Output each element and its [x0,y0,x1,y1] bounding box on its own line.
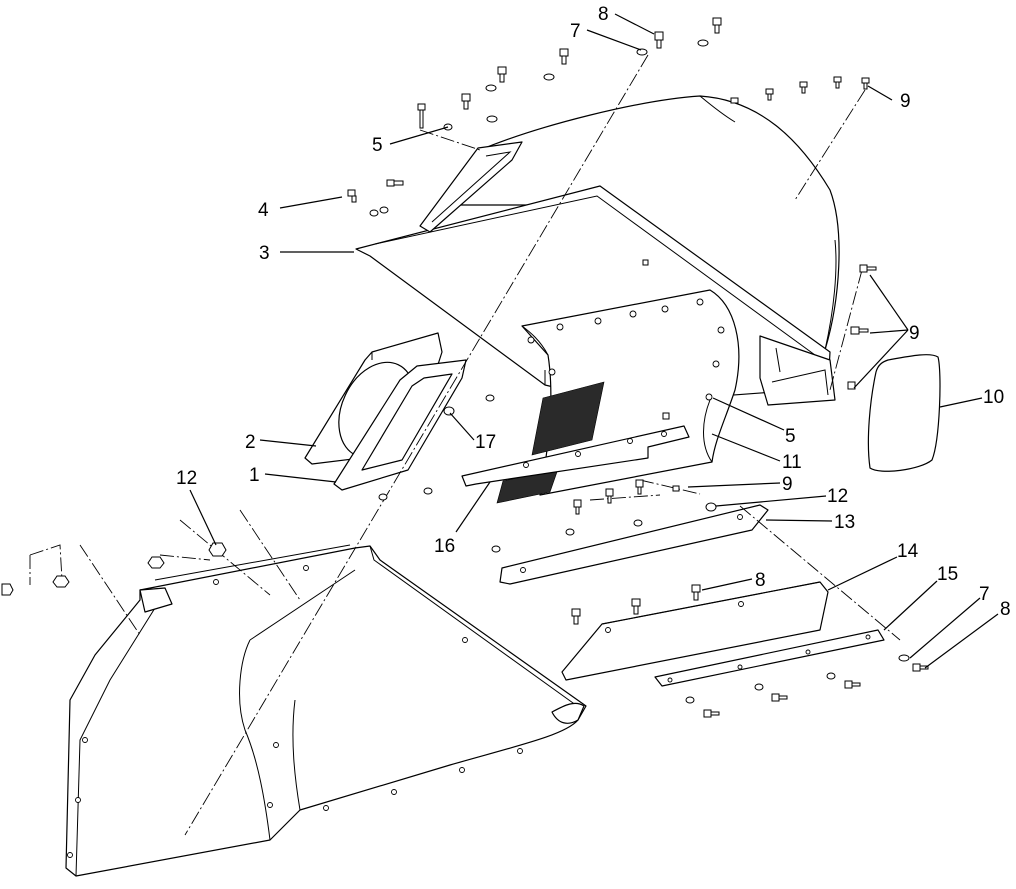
callout-15: 15 [937,564,958,585]
callout-3: 3 [259,243,270,264]
callout-12-right: 12 [827,486,848,507]
side-panel-part-10 [867,354,941,472]
callout-10: 10 [983,387,1004,408]
callout-11: 11 [782,452,802,473]
callout-9-right: 9 [909,323,920,344]
mesh-screen-upper [531,381,605,456]
callout-17: 17 [475,432,496,453]
callout-9-lower: 9 [782,474,793,495]
callout-2: 2 [245,432,256,453]
bracket-strip-part-16 [461,425,690,487]
callout-8-top: 8 [598,4,609,25]
callout-9-top: 9 [900,91,911,112]
centerlines [29,54,901,836]
callout-16: 16 [434,536,455,557]
callout-8-middle: 8 [755,570,766,591]
callout-7-top: 7 [570,21,581,42]
strip-part-15 [654,629,885,687]
callout-5-lower: 5 [785,426,796,447]
callout-4: 4 [258,200,269,221]
callout-14: 14 [897,541,919,562]
callout-12-left: 12 [176,468,197,489]
leader-lines [189,13,999,669]
plate-part-14 [561,581,829,681]
hardware-fasteners [1,17,929,718]
callout-8-bottom: 8 [1000,599,1011,620]
side-gasket [419,141,523,233]
gasket-part-1 [333,359,467,491]
strip-part-13 [499,504,769,585]
lower-chassis [65,544,587,877]
callout-labels: 8 7 9 5 4 3 9 10 2 17 5 11 1 12 9 12 13 … [176,4,1011,620]
callout-7-bottom: 7 [979,584,990,605]
callout-1: 1 [249,465,260,486]
callout-13: 13 [834,512,855,533]
callout-5-upper: 5 [372,135,383,156]
